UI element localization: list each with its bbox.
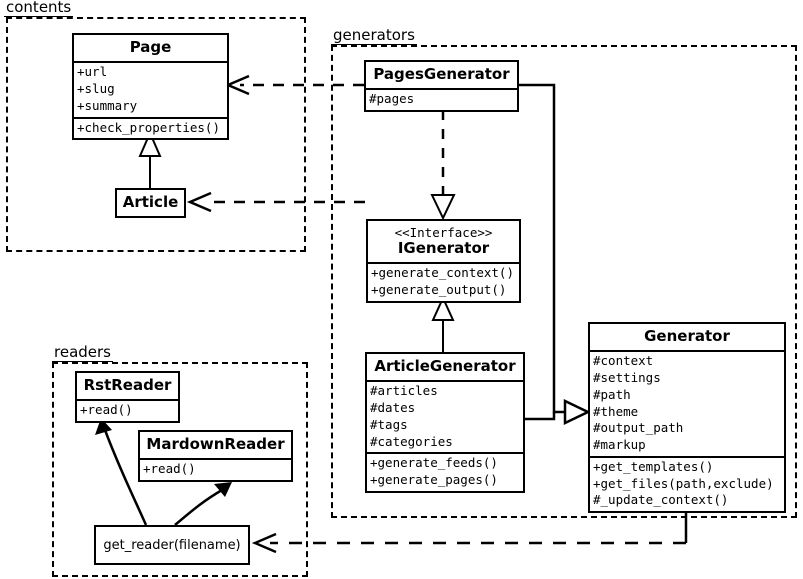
attribute: #articles xyxy=(370,383,438,399)
class-generator[interactable]: Generator #context #settings #path #them… xyxy=(588,322,786,513)
class-rstreader-name: RstReader xyxy=(83,376,172,394)
class-page-name: Page xyxy=(129,38,172,56)
class-mardownreader[interactable]: MardownReader +read() xyxy=(138,430,293,482)
package-contents xyxy=(6,17,306,252)
class-generator-attributes: #context #settings #path #theme #output_… xyxy=(590,350,784,456)
class-igenerator-name: <<Interface>> IGenerator xyxy=(368,221,519,262)
class-mardownreader-name: MardownReader xyxy=(146,435,285,453)
package-generators xyxy=(331,45,797,518)
class-igenerator-methods: +generate_context() +generate_output() xyxy=(368,262,519,301)
class-pagesgenerator-attributes: #pages xyxy=(366,88,517,110)
method: +generate_context() xyxy=(371,265,514,281)
class-pagesgenerator-name: PagesGenerator xyxy=(373,65,510,83)
class-articlegenerator[interactable]: ArticleGenerator #articles #dates #tags … xyxy=(365,352,525,493)
package-generators-label: generators xyxy=(331,26,417,45)
class-articlegenerator-methods: +generate_feeds() +generate_pages() xyxy=(367,452,523,491)
class-igenerator-stereotype: <<Interface>> xyxy=(394,225,493,240)
method: +get_templates() xyxy=(593,458,714,474)
method: +generate_output() xyxy=(371,282,507,297)
attribute: #theme xyxy=(593,403,639,419)
attribute: +slug xyxy=(77,81,115,96)
class-article[interactable]: Article xyxy=(115,188,186,219)
class-pagesgenerator[interactable]: PagesGenerator #pages xyxy=(364,60,519,112)
attribute: #markup xyxy=(593,437,646,452)
attribute: #pages xyxy=(369,91,415,107)
class-articlegenerator-attributes: #articles #dates #tags #categories xyxy=(367,380,523,452)
class-generator-methods: +get_templates() +get_files(path,exclude… xyxy=(590,455,784,511)
package-readers-label: readers xyxy=(52,343,113,362)
class-rstreader-methods: +read() xyxy=(77,399,178,421)
class-article-name: Article xyxy=(122,193,179,211)
function-get-reader[interactable]: get_reader(filename) xyxy=(94,525,250,565)
class-page-attributes: +url +slug +summary xyxy=(74,61,227,116)
attribute: #context xyxy=(593,353,654,369)
method: +read() xyxy=(80,402,133,418)
method: +generate_pages() xyxy=(370,472,498,487)
class-generator-name: Generator xyxy=(644,327,730,345)
package-contents-label: contents xyxy=(4,0,74,17)
class-igenerator[interactable]: <<Interface>> IGenerator +generate_conte… xyxy=(366,219,521,303)
method: +check_properties() xyxy=(77,119,220,135)
method: #_update_context() xyxy=(593,492,729,508)
class-igenerator-title: IGenerator xyxy=(397,239,490,257)
attribute: #categories xyxy=(370,433,453,449)
method: +get_files(path,exclude) xyxy=(593,475,774,491)
function-get-reader-label: get_reader(filename) xyxy=(103,537,241,553)
attribute: #settings xyxy=(593,370,661,385)
attribute: #path xyxy=(593,386,631,402)
attribute: +summary xyxy=(77,97,138,113)
class-page-methods: +check_properties() xyxy=(74,116,227,139)
class-rstreader[interactable]: RstReader +read() xyxy=(75,371,180,423)
class-articlegenerator-name: ArticleGenerator xyxy=(374,357,516,375)
attribute: #output_path xyxy=(593,420,684,436)
class-mardownreader-methods: +read() xyxy=(140,458,291,480)
attribute: #tags xyxy=(370,416,408,432)
class-page[interactable]: Page +url +slug +summary +check_properti… xyxy=(72,33,229,141)
attribute: #dates xyxy=(370,400,416,415)
method: +generate_feeds() xyxy=(370,455,498,471)
package-readers xyxy=(52,362,308,577)
attribute: +url xyxy=(77,64,108,80)
method: +read() xyxy=(143,461,196,477)
